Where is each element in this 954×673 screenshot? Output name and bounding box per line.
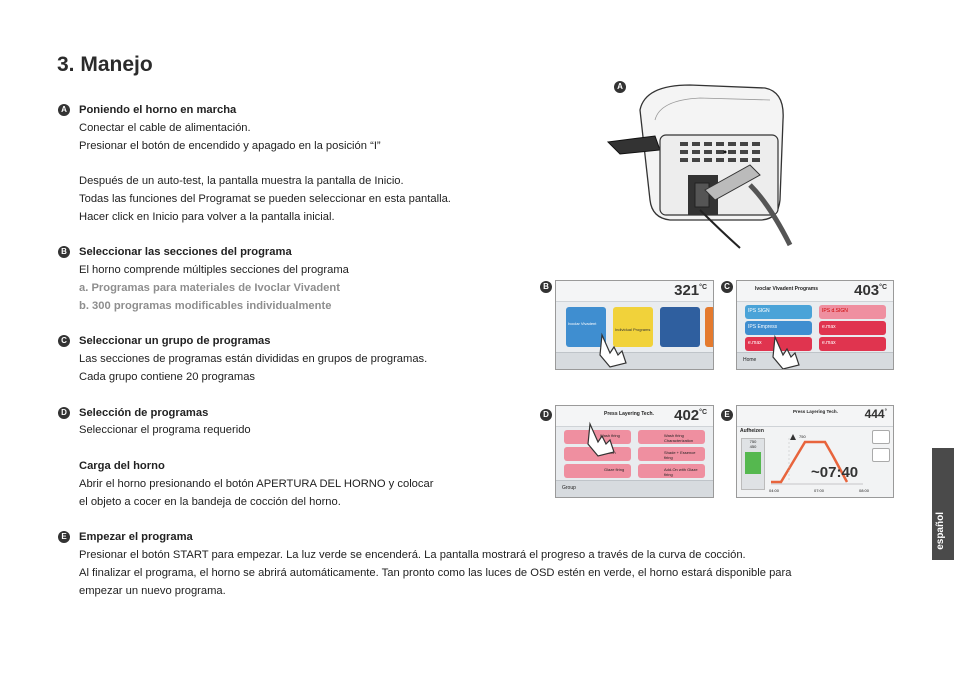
side-button[interactable] (872, 448, 890, 462)
section-e-line: Al finalizar el programa, el horno se ab… (79, 566, 792, 579)
tile-program-group[interactable]: IPS d.SIGN (819, 305, 886, 319)
section-a-heading: Poniendo el horno en marcha (79, 104, 237, 116)
badge-c: C (58, 335, 70, 348)
section-a-line: Presionar el botón de encendido y apagad… (79, 139, 381, 152)
home-button[interactable]: Home (743, 357, 757, 363)
section-c-line: Cada grupo contiene 20 programas (79, 370, 256, 383)
tile-program[interactable]: Glaze firing (564, 464, 631, 478)
instructions: A Poniendo el horno en marcha Conectar e… (58, 102, 878, 600)
tile-individual-programs[interactable]: Individual Programs (613, 307, 653, 347)
section-a-line: Todas las funciones del Programat se pue… (79, 192, 451, 205)
figure-c-badge: C (721, 281, 733, 293)
section-d-subheading: Carga del horno (79, 459, 165, 472)
temperature-readout: 403°C (854, 282, 887, 299)
tile-program-group[interactable]: IPS Empress (745, 321, 812, 335)
tile-program-group[interactable]: e.max (819, 337, 886, 351)
section-b-line: El horno comprende múltiples secciones d… (79, 264, 349, 277)
tile-program-group[interactable]: IPS SIGN (745, 305, 812, 319)
hand-pointer-icon (772, 334, 800, 369)
section-d: D Selección de programas Seleccionar el … (58, 405, 878, 512)
side-button[interactable] (872, 430, 890, 444)
tile-program[interactable]: Add-On with Glaze firing (638, 464, 705, 478)
status-label: Aufheizen (740, 428, 764, 434)
tile-program-group[interactable]: e.max (819, 321, 886, 335)
section-e-line: Presionar el botón START para empezar. L… (79, 548, 746, 561)
section-b-option: b. 300 programas modificables individual… (79, 299, 332, 312)
section-d-heading: Selección de programas (79, 406, 209, 419)
screen-c: Ivoclar Vivadent Programs 403°C IPS SIGN… (736, 280, 894, 370)
section-c: C Seleccionar un grupo de programas Las … (58, 333, 878, 386)
screen-d: Press Layering Tech. 402°C Wash firing W… (555, 405, 714, 498)
tile-program[interactable]: Wash firing Characterization (638, 430, 705, 444)
temperature-readout: 402°C (674, 407, 707, 424)
peak-temp-label: 750 (799, 434, 806, 439)
temperature-readout: 321°C (674, 282, 707, 299)
furnace-illustration (606, 84, 793, 249)
badge-e: E (58, 531, 70, 544)
tile-program[interactable]: Wash firing (564, 430, 631, 444)
group-button[interactable]: Group (562, 485, 576, 491)
badge-d: D (58, 406, 70, 419)
section-d-subline: el objeto a cocer en la bandeja de cocci… (79, 495, 341, 508)
section-c-heading: Seleccionar un grupo de programas (79, 335, 271, 348)
page-title: 3. Manejo (57, 53, 153, 76)
remaining-time: ~07:40 (811, 464, 859, 481)
badge-b: B (58, 246, 70, 259)
section-d-subline: Abrir el horno presionando el botón APER… (79, 477, 434, 490)
section-b-heading: Seleccionar las secciones del programa (79, 246, 292, 259)
progress-panel: 750 450 (741, 438, 765, 490)
tile-program[interactable]: Shade + Essence firing (638, 447, 705, 461)
figure-b-badge: B (540, 281, 552, 293)
section-a-line: Conectar el cable de alimentación. (79, 121, 251, 134)
figure-d-badge: D (540, 409, 552, 421)
hand-pointer-icon (587, 421, 615, 457)
section-b-option: a. Programas para materiales de Ivoclar … (79, 281, 340, 294)
section-d-line: Seleccionar el programa requerido (79, 424, 251, 437)
section-e-heading: Empezar el programa (79, 531, 193, 544)
figure-e-badge: E (721, 409, 733, 421)
section-e: E Empezar el programa Presionar el botón… (58, 529, 878, 600)
section-a-line: Después de un auto-test, la pantalla mue… (79, 175, 404, 188)
badge-a: A (58, 104, 70, 116)
tile-edge (705, 307, 713, 347)
temperature-readout: 444° (864, 407, 887, 421)
hand-pointer-icon (599, 332, 627, 368)
section-c-line: Las secciones de programas están dividid… (79, 353, 428, 366)
screen-b: 321°C Ivoclar Vivadent Individual Progra… (555, 280, 714, 370)
screen-e: Press Layering Tech. 444° Aufheizen 750 … (736, 405, 894, 498)
firing-curve (771, 434, 863, 485)
language-tab: español (932, 448, 954, 560)
tile-other[interactable] (660, 307, 700, 347)
section-a: A Poniendo el horno en marcha Conectar e… (58, 102, 878, 227)
section-b: B Seleccionar las secciones del programa… (58, 244, 878, 315)
section-a-line: Hacer click en Inicio para volver a la p… (79, 210, 335, 223)
tile-ivoclar-programs[interactable]: Ivoclar Vivadent (566, 307, 606, 347)
figure-a-badge: A (614, 81, 626, 93)
section-e-line: empezar un nuevo programa. (79, 584, 226, 597)
